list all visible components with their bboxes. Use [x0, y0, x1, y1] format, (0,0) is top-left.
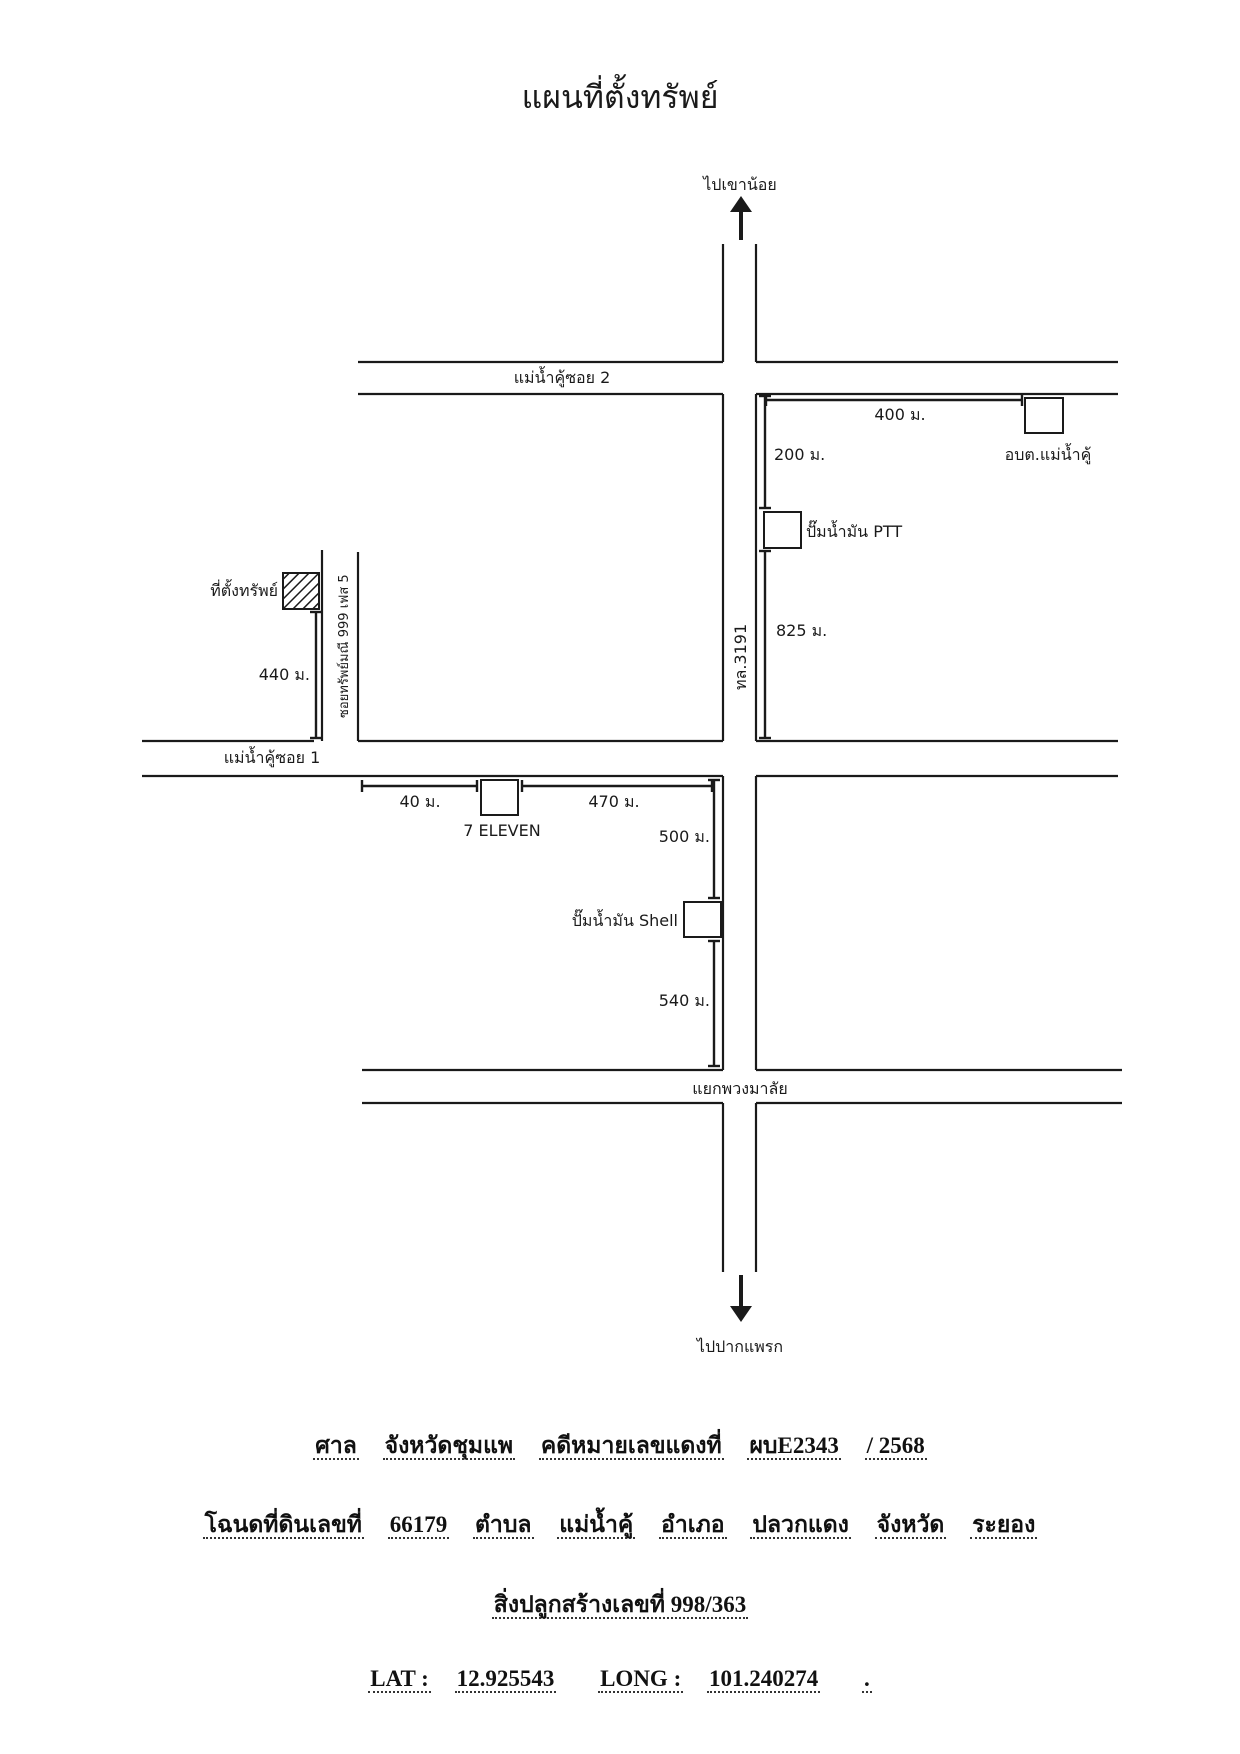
distance-200-label: 200 ม. [774, 445, 825, 464]
building-line: สิ่งปลูกสร้างเลขที่ 998/363 [0, 1587, 1240, 1623]
dimension-200 [759, 394, 771, 510]
deed-number: 66179 [387, 1512, 450, 1539]
soi-2-road [358, 360, 1118, 396]
north-destination-label: ไปเขาน้อย [701, 175, 777, 194]
junction-label: แยกพวงมาลัย [692, 1079, 787, 1098]
dimension-500 [708, 778, 720, 900]
amphoe-label: อำเภอ [659, 1512, 727, 1539]
long-label: LONG : [598, 1666, 684, 1693]
deed-label: โฉนดที่ดินเลขที่ [202, 1512, 364, 1539]
amphoe-value: ปลวกแดง [750, 1512, 851, 1539]
south-destination-label: ไปปากแพรก [695, 1337, 783, 1356]
shell-label: ปั๊มน้ำมัน Shell [572, 909, 678, 930]
south-arrow-icon [730, 1275, 752, 1322]
seven-eleven-label: 7 ELEVEN [463, 821, 540, 840]
soi-1-road [142, 739, 1118, 778]
case-label: คดีหมายเลขแดงที่ [538, 1433, 724, 1460]
building-number: สิ่งปลูกสร้างเลขที่ 998/363 [491, 1592, 749, 1619]
province-label: จังหวัด [874, 1512, 947, 1539]
property-marker [282, 572, 320, 610]
dimension-825 [759, 549, 771, 740]
distance-825-label: 825 ม. [776, 621, 827, 640]
deed-line: โฉนดที่ดินเลขที่ 66179 ตำบล แม่น้ำคู้ อำ… [0, 1507, 1240, 1543]
case-year: / 2568 [864, 1433, 927, 1460]
highway-3191-road [721, 244, 758, 1272]
lat-value: 12.925543 [454, 1666, 557, 1693]
map-title: แผนที่ตั้งทรัพย์ [522, 74, 719, 116]
ptt-station-marker [763, 511, 802, 549]
dimension-40 [360, 780, 479, 792]
dimension-540 [708, 939, 720, 1068]
tambon-value: แม่น้ำคู้ [557, 1512, 636, 1539]
case-number: ผบE2343 [747, 1433, 841, 1460]
shell-station-marker [683, 901, 722, 938]
side-soi-road [320, 550, 360, 741]
obt-label: อบต.แม่น้ำคู้ [1005, 443, 1092, 465]
court-label: ศาล [313, 1433, 359, 1460]
coordinates-end: . [861, 1666, 872, 1693]
side-soi-label: ซอยทรัพย์มณี 999 เฟส 5 [336, 574, 352, 718]
highway-label: ทล.3191 [731, 624, 750, 690]
obt-building-marker [1024, 397, 1064, 434]
long-value: 101.240274 [706, 1666, 821, 1693]
distance-470-label: 470 ม. [588, 792, 639, 811]
distance-500-label: 500 ม. [659, 827, 710, 846]
dimension-470 [520, 780, 714, 792]
ptt-label: ปั๊มน้ำมัน PTT [806, 520, 902, 541]
dimension-440 [310, 610, 322, 740]
seven-eleven-marker [480, 779, 519, 816]
soi-1-label: แม่น้ำคู้ซอย 1 [224, 746, 321, 768]
north-arrow-icon [730, 196, 752, 240]
coordinates-line: LAT : 12.925543 LONG : 101.240274 . [0, 1666, 1240, 1693]
province-value: ระยอง [970, 1512, 1038, 1539]
court-province: จังหวัดชุมแพ [382, 1433, 516, 1460]
tambon-label: ตำบล [472, 1512, 534, 1539]
junction-road [362, 1068, 1122, 1105]
distance-540-label: 540 ม. [659, 991, 710, 1010]
court-case-line: ศาล จังหวัดชุมแพ คดีหมายเลขแดงที่ ผบE234… [0, 1428, 1240, 1464]
distance-400-label: 400 ม. [874, 405, 925, 424]
property-label: ที่ตั้งทรัพย์ [210, 579, 278, 600]
distance-440-label: 440 ม. [259, 665, 310, 684]
lat-label: LAT : [368, 1666, 431, 1693]
soi-2-label: แม่น้ำคู้ซอย 2 [514, 366, 611, 388]
distance-40-label: 40 ม. [399, 792, 440, 811]
